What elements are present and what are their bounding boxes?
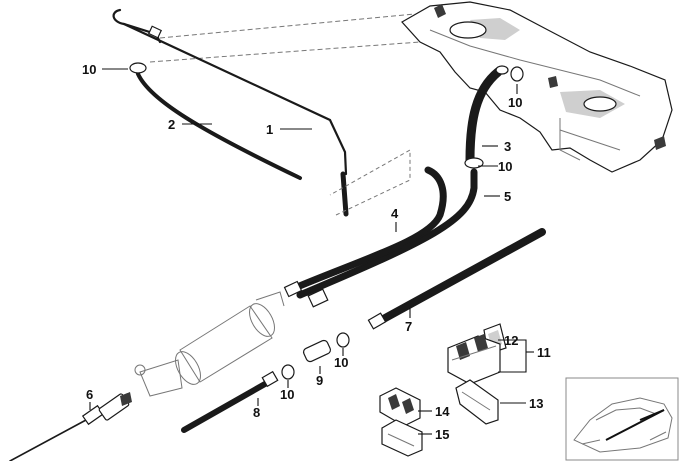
callout-5: 5 xyxy=(504,189,511,204)
part-4-pipe-assembly xyxy=(283,149,447,308)
leader-lines xyxy=(89,68,534,435)
clamp-10-top-left xyxy=(129,62,147,74)
charcoal-canister xyxy=(134,291,285,397)
callout-7: 7 xyxy=(405,319,412,334)
callout-9: 9 xyxy=(316,373,323,388)
callout-12: 12 xyxy=(504,333,518,348)
callout-15: 15 xyxy=(435,427,449,442)
callout-1: 1 xyxy=(266,122,273,137)
callout-10: 10 xyxy=(498,159,512,174)
part-8-hose xyxy=(181,370,279,433)
part-14-clip xyxy=(379,387,421,427)
part-7-long-pipe xyxy=(367,228,546,330)
callout-3: 3 xyxy=(504,139,511,154)
clamp-10-tank xyxy=(510,66,524,82)
part-11-clip-holder xyxy=(447,334,501,385)
callout-2: 2 xyxy=(168,117,175,132)
callouts: 10 2 1 3 10 10 5 4 7 6 9 10 10 8 12 11 1… xyxy=(82,62,551,442)
part-15-bracket xyxy=(381,419,423,457)
callout-10: 10 xyxy=(82,62,96,77)
callout-14: 14 xyxy=(435,404,450,419)
callout-10: 10 xyxy=(280,387,294,402)
part-5-elbow-pipe xyxy=(296,168,478,299)
callout-11: 11 xyxy=(537,345,551,360)
callout-10: 10 xyxy=(334,355,348,370)
callout-6: 6 xyxy=(86,387,93,402)
part-6-fitting xyxy=(9,392,132,461)
clamp-10-part8 xyxy=(281,364,295,380)
callout-4: 4 xyxy=(391,206,399,221)
part-2-hose xyxy=(136,72,302,180)
part-9-connector xyxy=(302,339,332,363)
callout-10: 10 xyxy=(508,95,522,110)
part-13-bracket xyxy=(455,379,499,425)
fuel-tank xyxy=(401,1,673,173)
callout-13: 13 xyxy=(529,396,543,411)
vehicle-thumbnail xyxy=(565,377,679,461)
part-3-filler-hose xyxy=(465,65,509,165)
callout-8: 8 xyxy=(253,405,260,420)
clamp-10-part9 xyxy=(336,332,350,348)
part-1-vent-pipe xyxy=(112,8,349,217)
